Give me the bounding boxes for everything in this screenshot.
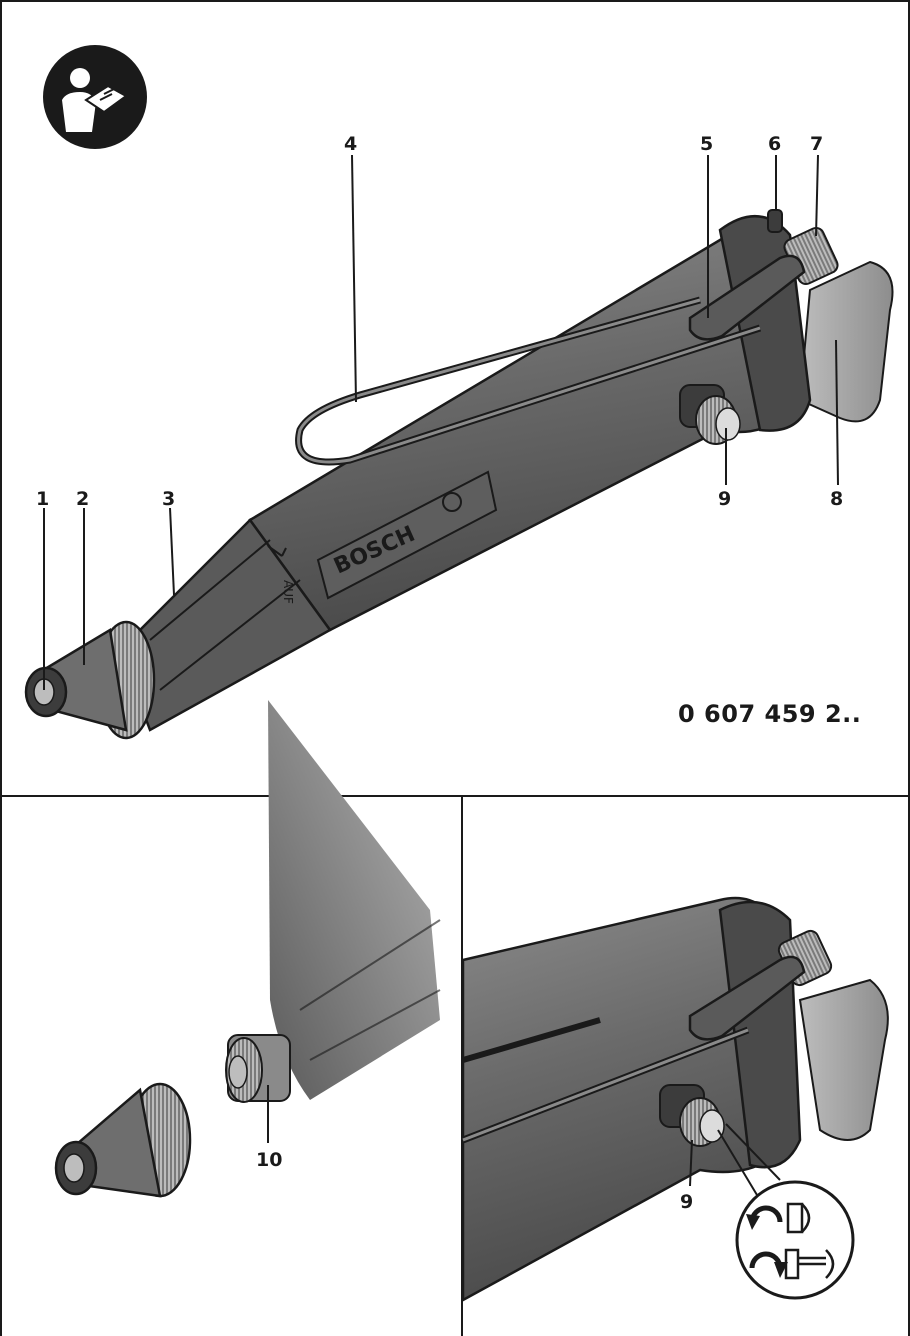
frame-top bbox=[0, 0, 910, 2]
callout-2: 2 bbox=[76, 488, 89, 510]
nozzle-removed-illustration bbox=[54, 700, 441, 1198]
callout-1: 1 bbox=[36, 488, 49, 510]
tool-body: BOSCH bbox=[248, 209, 839, 632]
part-number: 0 607 459 2.. bbox=[678, 700, 862, 728]
read-manual-icon bbox=[43, 45, 147, 149]
frame-left bbox=[0, 0, 2, 1336]
dial-marking: AUF bbox=[281, 580, 295, 604]
frame-right bbox=[908, 0, 910, 1336]
leader-lines bbox=[43, 154, 839, 690]
callout-3: 3 bbox=[162, 488, 175, 510]
front-sleeve: AUF bbox=[118, 518, 332, 732]
rotate-clockwise-icon bbox=[749, 1248, 835, 1280]
adjuster-detail-illustration bbox=[461, 896, 889, 1303]
rotate-counterclockwise-icon bbox=[746, 1202, 811, 1234]
callout-10: 10 bbox=[256, 1149, 282, 1171]
nozzle bbox=[24, 620, 156, 740]
callout-8: 8 bbox=[830, 488, 843, 510]
glue-cartridge bbox=[798, 260, 894, 423]
callout-4: 4 bbox=[344, 133, 357, 155]
callout-9-detail: 9 bbox=[680, 1191, 693, 1213]
callout-6: 6 bbox=[768, 133, 781, 155]
panel-divider-horizontal bbox=[0, 795, 910, 797]
callout-5: 5 bbox=[700, 133, 713, 155]
callout-7: 7 bbox=[810, 133, 823, 155]
callout-9: 9 bbox=[718, 488, 731, 510]
